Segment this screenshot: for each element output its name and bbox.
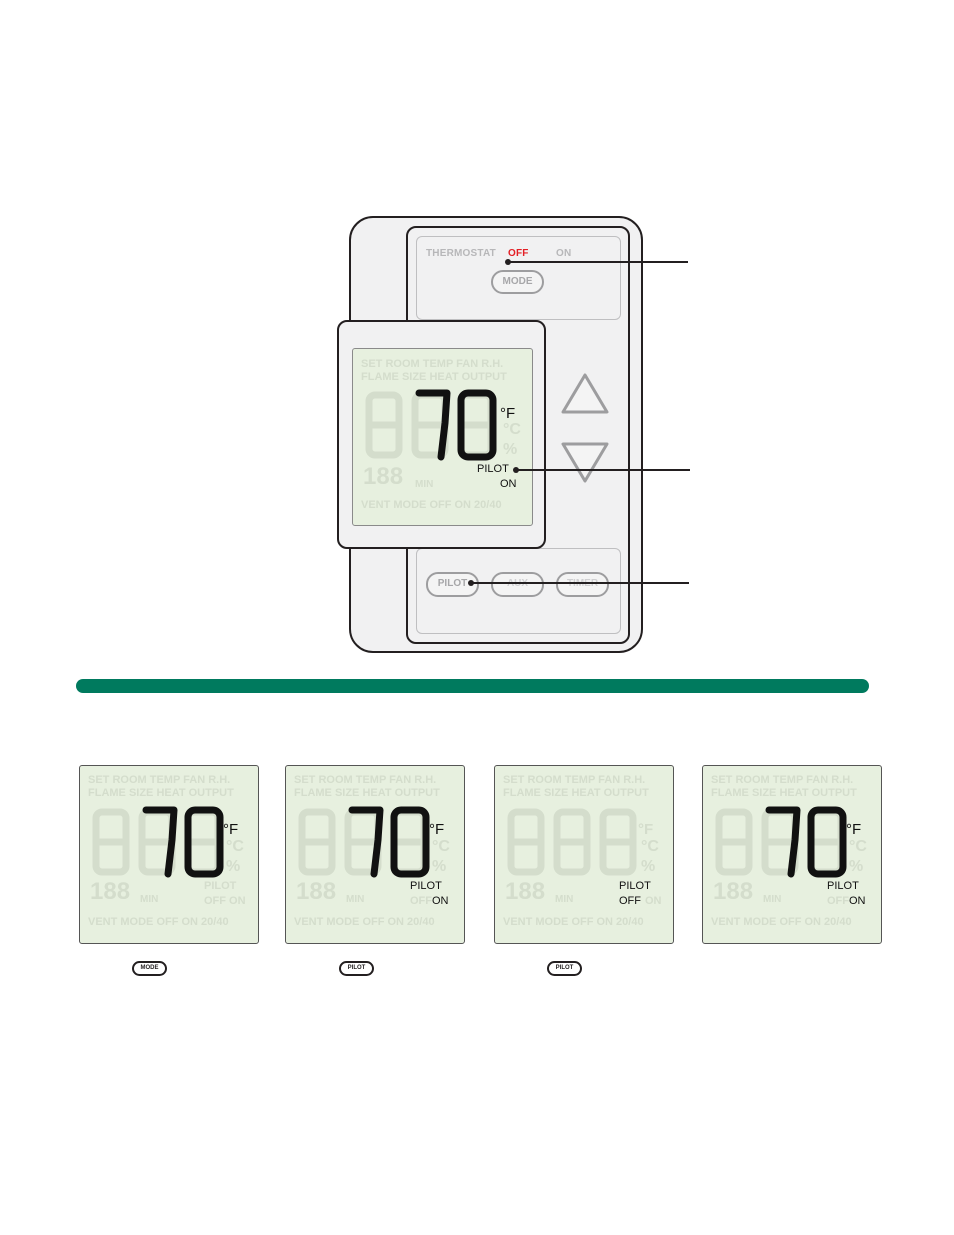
lcd-faint-min: MIN: [140, 894, 159, 905]
top-button-area: [416, 236, 621, 320]
lcd-faint-celsius: °C: [641, 838, 659, 855]
lcd-faint-celsius: °C: [432, 838, 450, 855]
aux-button[interactable]: AUX: [491, 572, 544, 597]
lcd-digits: [507, 808, 637, 876]
lcd-faint-pilot-state: ON: [645, 895, 662, 907]
lcd-digits: [92, 806, 224, 878]
lcd-pilot-state: ON: [500, 478, 517, 490]
lcd-faint-fahrenheit: °F: [638, 821, 654, 838]
lcd-temp-unit: °F: [223, 821, 239, 838]
lcd-faint-small-digits: 188: [713, 878, 754, 905]
lcd-faint-small-digits: 188: [90, 878, 131, 905]
lcd-faint-row1: SET ROOM TEMP FAN R.H.: [294, 774, 437, 786]
lcd-faint-row2: FLAME SIZE HEAT OUTPUT: [88, 787, 234, 799]
lcd-faint-row2: FLAME SIZE HEAT OUTPUT: [503, 787, 649, 799]
lcd-faint-row1: SET ROOM TEMP FAN R.H.: [711, 774, 854, 786]
lcd-faint-percent: %: [503, 441, 518, 458]
lcd-faint-pilot-state: OFF ON: [204, 895, 246, 907]
lcd-faint-percent: %: [641, 858, 656, 875]
thermostat-on-label: ON: [556, 248, 572, 259]
mode-button[interactable]: MODE: [491, 270, 544, 294]
lcd-pilot-state: ON: [432, 895, 449, 907]
step-lcd-1: SET ROOM TEMP FAN R.H.FLAME SIZE HEAT OU…: [79, 765, 259, 944]
lcd-faint-percent: %: [849, 858, 864, 875]
lcd-temp-unit: °F: [429, 821, 445, 838]
lcd-faint-bottom: VENT MODE OFF ON 20/40: [294, 916, 435, 928]
thermostat-off-label: OFF: [508, 248, 529, 259]
lcd-faint-row2: FLAME SIZE HEAT OUTPUT: [711, 787, 857, 799]
section-divider: [76, 679, 869, 693]
lcd-faint-row1: SET ROOM TEMP FAN R.H.: [503, 774, 646, 786]
lcd-faint-bottom: VENT MODE OFF ON 20/40: [503, 916, 644, 928]
lcd-faint-row1: SET ROOM TEMP FAN R.H.: [361, 358, 504, 370]
lcd-faint-pilot-state: OFF: [410, 895, 432, 907]
timer-button[interactable]: TIMER: [556, 572, 609, 597]
step-lcd-4: SET ROOM TEMP FAN R.H.FLAME SIZE HEAT OU…: [702, 765, 882, 944]
up-arrow-button[interactable]: [560, 372, 610, 416]
lcd-digits: [365, 389, 497, 461]
lcd-faint-bottom: VENT MODE OFF ON 20/40: [361, 499, 502, 511]
lcd-faint-min: MIN: [346, 894, 365, 905]
lcd-pilot-state: OFF: [619, 895, 641, 907]
lcd-faint-celsius: °C: [849, 838, 867, 855]
lcd-faint-small-digits: 188: [363, 463, 404, 490]
lcd-faint-min: MIN: [415, 479, 434, 490]
down-arrow-button[interactable]: [560, 440, 610, 484]
lcd-faint-percent: %: [432, 858, 447, 875]
lcd-faint-percent: %: [226, 858, 241, 875]
lcd-faint-row1: SET ROOM TEMP FAN R.H.: [88, 774, 231, 786]
lcd-temp-unit: °F: [846, 821, 862, 838]
callout-line-pilot-display: [516, 469, 690, 471]
step-lcd-2: SET ROOM TEMP FAN R.H.FLAME SIZE HEAT OU…: [285, 765, 465, 944]
lcd-faint-min: MIN: [763, 894, 782, 905]
lcd-faint-small-digits: 188: [296, 878, 337, 905]
lcd-temp-unit: °F: [500, 405, 516, 422]
lcd-pilot-label: PILOT: [827, 880, 859, 892]
lcd-digits: [298, 806, 430, 878]
lcd-faint-small-digits: 188: [505, 878, 546, 905]
lcd-pilot-state: ON: [849, 895, 866, 907]
callout-line-pilot-button: [471, 582, 689, 584]
lcd-faint-row2: FLAME SIZE HEAT OUTPUT: [361, 371, 507, 383]
lcd-faint-pilot: PILOT: [204, 880, 237, 892]
main-lcd: SET ROOM TEMP FAN R.H. FLAME SIZE HEAT O…: [352, 348, 533, 526]
lcd-faint-pilot-state: OFF: [827, 895, 849, 907]
callout-line-thermostat: [508, 261, 688, 263]
lcd-pilot-label: PILOT: [619, 880, 651, 892]
lcd-pilot-label: PILOT: [410, 880, 442, 892]
thermostat-label: THERMOSTAT: [426, 248, 496, 259]
lcd-faint-bottom: VENT MODE OFF ON 20/40: [711, 916, 852, 928]
step-lcd-3: SET ROOM TEMP FAN R.H.FLAME SIZE HEAT OU…: [494, 765, 674, 944]
lcd-faint-bottom: VENT MODE OFF ON 20/40: [88, 916, 229, 928]
lcd-faint-min: MIN: [555, 894, 574, 905]
lcd-faint-celsius: °C: [226, 838, 244, 855]
lcd-digits: [715, 806, 847, 878]
lcd-faint-celsius: °C: [503, 421, 521, 438]
step-3-button-icon: PILOT: [547, 961, 582, 976]
lcd-faint-row2: FLAME SIZE HEAT OUTPUT: [294, 787, 440, 799]
step-1-button-icon: MODE: [132, 961, 167, 976]
step-2-button-icon: PILOT: [339, 961, 374, 976]
lcd-pilot-label: PILOT: [477, 463, 509, 475]
